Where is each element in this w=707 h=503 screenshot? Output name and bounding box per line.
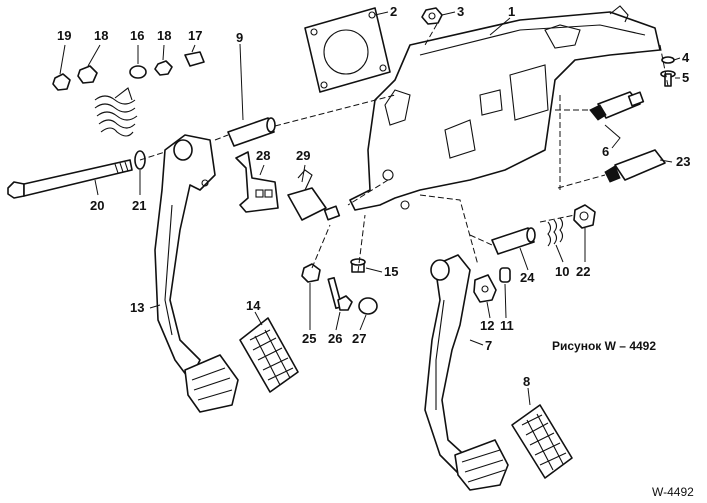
callout-9: 9 xyxy=(236,30,243,45)
callout-7: 7 xyxy=(485,338,492,353)
callout-22: 22 xyxy=(576,264,590,279)
callout-13: 13 xyxy=(130,300,144,315)
clutch-spring-assembly xyxy=(52,51,205,137)
washer-4 xyxy=(661,56,675,64)
callout-6: 6 xyxy=(602,144,609,159)
callout-21: 21 xyxy=(132,198,146,213)
callout-18a: 18 xyxy=(94,28,108,43)
bushing-9 xyxy=(227,117,276,147)
assembly-lines xyxy=(139,23,669,273)
callout-16: 16 xyxy=(130,28,144,43)
callout-17: 17 xyxy=(188,28,202,43)
callout-numbers: 1 2 3 4 5 6 7 8 9 10 11 12 13 14 15 16 1… xyxy=(57,4,690,389)
callout-3: 3 xyxy=(457,4,464,19)
bushing-24 xyxy=(491,227,536,255)
figure-code: W-4492 xyxy=(652,485,694,499)
nut-22 xyxy=(573,204,596,229)
callout-4: 4 xyxy=(682,50,690,65)
switch-23 xyxy=(604,149,666,183)
pedal-bracket xyxy=(349,5,661,211)
callout-1: 1 xyxy=(508,4,515,19)
leader-lines xyxy=(59,11,681,406)
callout-27: 27 xyxy=(352,331,366,346)
clutch-pedal-13 xyxy=(154,134,239,413)
stopper-15 xyxy=(350,258,366,273)
callout-23: 23 xyxy=(676,154,690,169)
callout-25: 25 xyxy=(302,331,316,346)
callout-5: 5 xyxy=(682,70,689,85)
bracket-28 xyxy=(235,151,279,213)
pedal-pad-14 xyxy=(239,317,299,393)
clip-12 xyxy=(473,274,497,303)
pedal-pad-8 xyxy=(511,404,573,479)
figure-caption: Рисунок W – 4492 xyxy=(552,339,656,353)
callout-11: 11 xyxy=(500,318,514,333)
pivot-bolt-20 xyxy=(7,159,133,199)
callout-12: 12 xyxy=(480,318,494,333)
spring-10 xyxy=(547,217,564,247)
nut-3 xyxy=(421,7,443,25)
stopper-27 xyxy=(358,297,378,315)
callout-26: 26 xyxy=(328,331,342,346)
callout-28: 28 xyxy=(256,148,270,163)
bolt-26 xyxy=(327,276,353,311)
callout-18b: 18 xyxy=(157,28,171,43)
brake-pedal-7 xyxy=(424,254,509,491)
nut-25 xyxy=(301,263,321,283)
callout-24: 24 xyxy=(520,270,535,285)
pin-11 xyxy=(499,267,511,283)
callout-19: 19 xyxy=(57,28,71,43)
stop-switch-6 xyxy=(589,91,645,121)
callout-8: 8 xyxy=(523,374,530,389)
callout-20: 20 xyxy=(90,198,104,213)
callout-29: 29 xyxy=(296,148,310,163)
callout-14: 14 xyxy=(246,298,261,313)
clutch-switch-29 xyxy=(287,169,341,221)
gasket-plate xyxy=(304,7,391,93)
callout-15: 15 xyxy=(384,264,398,279)
callout-2: 2 xyxy=(390,4,397,19)
callout-10: 10 xyxy=(555,264,569,279)
